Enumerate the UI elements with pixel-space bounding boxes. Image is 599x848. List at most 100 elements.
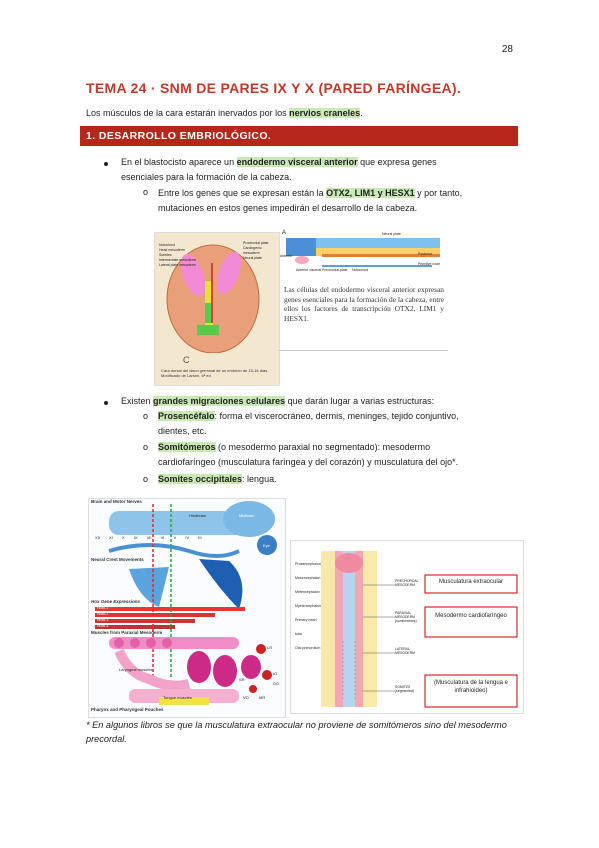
page-title: TEMA 24 · SNM DE PARES IX Y X (PARED FAR…	[86, 80, 462, 96]
bullet-1-highlight: endodermo visceral anterior	[236, 157, 358, 167]
figure-1-caption: Cara dorsal del disco germinal de un emb…	[161, 368, 269, 378]
heading-pharynx: Pharynx and Pharyngeal Pouches	[91, 707, 164, 712]
bullet-1: En el blastocisto aparece un endodermo v…	[121, 155, 521, 185]
label-mesencephalon: Mesencephalon	[295, 576, 321, 580]
label-neural-plate: Neural plate	[243, 256, 262, 260]
section-title: 1. DESARROLLO EMBRIOLÓGICO.	[86, 130, 272, 142]
intro-text-end: .	[360, 108, 363, 118]
heading-neural-crest: Neural Crest Movements	[91, 557, 144, 562]
sub-highlight: OTX2, LIM1 y HESX1	[326, 188, 415, 198]
term-somitomeros: Somitómeros	[158, 442, 216, 452]
label-cardiogenic: Cardiogenic mesoderm	[243, 246, 262, 255]
box-lengua: (Musculatura de la lengua e infrahioideo…	[433, 680, 509, 694]
page-number: 28	[501, 44, 513, 55]
bullet-1-text: En el blastocisto aparece un	[121, 157, 237, 167]
label-midbrain: Midbrain	[239, 513, 255, 518]
fig1-left-labels: Notochord Head mesoderm Somites Intermed…	[159, 243, 199, 268]
item-1-text: : forma el viscerocráneo, dermis, mening…	[214, 411, 459, 421]
label-myelencephalon: Myelencephalon	[295, 604, 322, 608]
label-prochordal: Prochordal plate	[243, 241, 269, 245]
bullet-1-line2: esenciales para la formación de la cabez…	[121, 172, 292, 182]
sub-line2: mutaciones en estos genes impedirán el d…	[158, 203, 418, 213]
label-primitive-node: Primitive node	[418, 262, 441, 266]
numeral: XI	[109, 535, 113, 540]
bullet-2-text-end: que darán lugar a varias estructuras:	[285, 396, 435, 406]
label-lr: LR	[267, 645, 273, 650]
bullet-dot	[104, 162, 108, 166]
bullet-dot	[104, 401, 108, 405]
bullet-2-text: Existen	[121, 396, 154, 406]
label-prechordal-mesoderm: PRECHORDAL MESODERM	[395, 579, 419, 587]
embryo-disc-svg	[155, 244, 279, 385]
fig1-right-labels: Prochordal plate Cardiogenic mesoderm Ne…	[243, 241, 277, 261]
footnote: * En algunos libros se que la musculatur…	[86, 720, 507, 744]
label-notochord: Notochord	[159, 243, 176, 247]
label-somites-segmented: SOMITES (segmented)	[395, 685, 415, 693]
item-2-text: (o mesodermo paraxial no segmentado): me…	[215, 442, 431, 452]
mesoderm-svg	[321, 551, 518, 708]
label-metencephalon: Metencephalon	[295, 590, 320, 594]
label-io: IO	[273, 671, 278, 676]
heading-muscles: Muscles from Paraxial Mesoderm	[91, 630, 163, 635]
fig3-left-labels: Prosencephalon Mesencephalon Metencephal…	[295, 557, 323, 655]
label-heart-tube: Primary heart tube	[295, 618, 317, 636]
bullet-2-item-3: Somites occipitales: lengua.	[158, 472, 528, 487]
bullet-2-highlight: grandes migraciones celulares	[153, 396, 286, 406]
label-do: DO	[273, 681, 279, 686]
label-head-mesoderm: Head mesoderm	[159, 248, 185, 252]
bullet-2-item-2: Somitómeros (o mesodermo paraxial no seg…	[158, 440, 528, 470]
label-hoxb2: Hoxb-2	[97, 612, 109, 616]
embryo-disc-figure: Notochord Head mesoderm Somites Intermed…	[154, 232, 280, 386]
label-anterior-visceral: Anterior visceral	[296, 268, 322, 272]
sub-marker: o	[143, 411, 149, 421]
figure-letter-a: A	[282, 230, 287, 236]
label-neural-plate-a: Neural plate	[382, 232, 401, 236]
label-mr: MR	[259, 695, 266, 700]
label-anterior: Anterior	[280, 254, 293, 258]
figure-letter-c: C	[183, 355, 190, 365]
label-prechordal-plate: Prechordal plate	[322, 268, 348, 272]
bullet-2: Existen grandes migraciones celulares qu…	[121, 394, 521, 409]
sub-marker: o	[143, 442, 149, 452]
label-prosencephalon: Prosencephalon	[295, 562, 321, 566]
label-hoxb4: Hoxb-4	[97, 624, 109, 628]
label-posterior: Posterior	[418, 252, 433, 256]
intro-text: Los músculos de la cara estarán inervado…	[86, 108, 290, 118]
label-somites: Somites	[159, 253, 172, 257]
neural-crest-svg	[95, 501, 277, 705]
section-header-bar	[80, 126, 518, 146]
cranial-nerve-numerals: XII XI X IX VII VI V IV III	[95, 535, 275, 540]
bullet-1-text-end: que expresa genes	[357, 157, 437, 167]
label-intermediate: Intermediate mesoderm	[159, 258, 196, 262]
mesoderm-figure: Prosencephalon Mesencephalon Metencephal…	[290, 540, 524, 714]
numeral: IV	[185, 535, 190, 540]
label-lateral-plate: Lateral plate mesoderm	[159, 263, 196, 267]
heading-hox: Hox Gene Expressions	[91, 599, 141, 604]
item-1-line2: dientes, etc.	[158, 426, 207, 436]
intro-paragraph: Los músculos de la cara estarán inervado…	[86, 108, 363, 118]
gene-expression-diagram: A Anterior Posterior Neural plate Notoch…	[280, 230, 442, 282]
label-notochord-a: Notochord	[352, 268, 369, 272]
numeral: IX	[133, 535, 138, 540]
sub-marker: o	[143, 474, 149, 484]
label-lateral-mesoderm: LATERAL MESODERM	[395, 647, 415, 655]
numeral: VII	[146, 535, 152, 540]
label-laryngeal: Laryngeal muscles	[119, 667, 153, 672]
label-otic: Otic primordium	[295, 646, 321, 650]
item-2-line2: cardiofaríngeo (musculatura faríngea y d…	[158, 457, 459, 467]
label-hoxb3: Hoxb-3	[97, 618, 109, 622]
label-hoxb1: Hoxb-1	[97, 606, 109, 610]
sub-marker: o	[143, 187, 149, 197]
numeral: XII	[95, 535, 100, 540]
gene-diagram-svg	[286, 238, 440, 267]
label-eye: Eye	[263, 543, 270, 548]
label-tongue: Tongue muscles	[163, 695, 192, 700]
label-sr: SR	[239, 677, 245, 682]
neural-crest-figure: Brain and Motor Nerves Neural Crest Move…	[88, 498, 286, 718]
bullet-1-sub: Entre los genes que se expresan están la…	[158, 186, 528, 216]
numeral: VI	[160, 535, 165, 540]
box-cardiofaringeo: Mesodermo cardiofaríngeo	[435, 613, 507, 619]
numeral: X	[121, 535, 125, 540]
intro-highlight: nervios craneles	[289, 108, 361, 118]
label-hindbrain: Hindbrain	[189, 513, 207, 518]
